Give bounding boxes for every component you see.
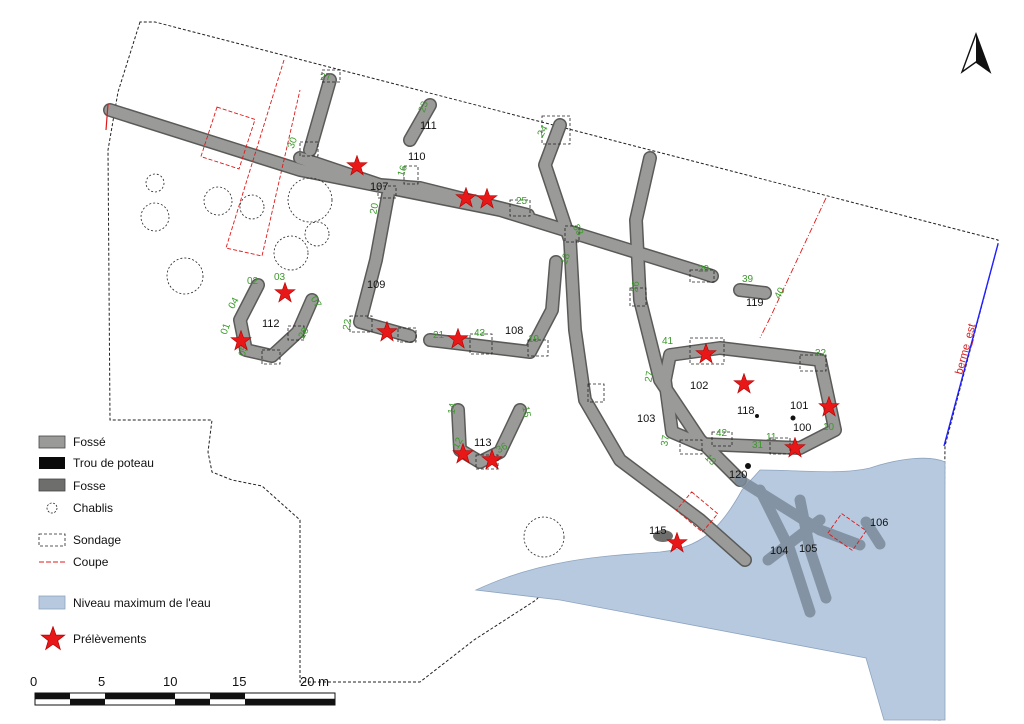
- svg-text:31: 31: [752, 440, 764, 451]
- svg-text:110: 110: [408, 151, 426, 163]
- legend-label-sample: Prélèvements: [73, 632, 146, 646]
- berme-line: [943, 243, 999, 447]
- svg-text:15: 15: [519, 405, 532, 418]
- scale-tick-5: 5: [98, 674, 105, 689]
- svg-text:29: 29: [698, 264, 710, 275]
- legend-swatch-pit: [38, 478, 66, 492]
- svg-text:119: 119: [746, 297, 764, 309]
- svg-text:100: 100: [793, 422, 811, 434]
- svg-text:27: 27: [320, 72, 332, 83]
- svg-text:18: 18: [559, 252, 573, 267]
- svg-text:112: 112: [262, 318, 280, 330]
- svg-text:10: 10: [823, 422, 835, 433]
- svg-text:01: 01: [219, 322, 233, 337]
- svg-text:32: 32: [815, 348, 827, 359]
- scale-tick-15: 15: [232, 674, 246, 689]
- svg-text:37: 37: [659, 434, 672, 447]
- pit-115: [653, 530, 673, 542]
- north-arrow-icon: [960, 31, 992, 74]
- scale-tick-0: 0: [30, 674, 37, 689]
- svg-text:26: 26: [629, 280, 642, 293]
- legend-label-fosse-ditch: Fossé: [73, 435, 106, 449]
- legend-label-posthole: Trou de poteau: [73, 456, 154, 470]
- svg-text:30: 30: [286, 136, 300, 151]
- svg-text:102: 102: [690, 380, 708, 392]
- svg-text:109: 109: [367, 279, 385, 291]
- svg-text:24: 24: [536, 123, 551, 139]
- svg-text:23: 23: [417, 100, 431, 115]
- scale-bar: 0 5 10 15 20 m: [30, 674, 336, 706]
- svg-text:41: 41: [662, 336, 674, 347]
- legend-swatch-sondage: [38, 533, 66, 547]
- svg-text:05: 05: [237, 344, 251, 359]
- legend-swatch-sample: [40, 626, 66, 650]
- svg-text:16: 16: [396, 164, 410, 179]
- legend-label-pit: Fosse: [73, 479, 106, 493]
- scale-tick-10: 10: [163, 674, 177, 689]
- svg-text:39: 39: [742, 274, 754, 285]
- svg-text:38: 38: [570, 223, 585, 239]
- svg-text:42: 42: [716, 428, 728, 439]
- treefall-circles: [140, 173, 565, 558]
- svg-text:106: 106: [870, 517, 888, 529]
- postholes: [745, 414, 796, 469]
- svg-text:108: 108: [505, 325, 523, 337]
- svg-text:28: 28: [297, 325, 312, 341]
- svg-text:04: 04: [227, 295, 242, 311]
- svg-text:118: 118: [737, 405, 755, 417]
- svg-text:111: 111: [420, 120, 437, 132]
- svg-text:105: 105: [799, 543, 817, 555]
- legend-swatch-posthole: [39, 457, 65, 469]
- structure-labels: 107 110 111 109 108 112 113 102 103 118 …: [262, 120, 888, 557]
- scale-tick-20: 20 m: [300, 674, 329, 689]
- svg-text:21: 21: [433, 330, 445, 341]
- legend-label-coupe: Coupe: [73, 555, 109, 569]
- ditches: [103, 73, 842, 567]
- svg-text:120: 120: [729, 469, 747, 481]
- svg-text:113: 113: [474, 437, 492, 449]
- legend: Fossé Trou de poteau Fosse Chablis Sonda…: [38, 435, 211, 650]
- svg-text:36: 36: [495, 441, 511, 456]
- svg-text:43: 43: [474, 328, 486, 339]
- legend-label-treefall: Chablis: [73, 501, 113, 515]
- section-labels: 27 23 30 16 24 20 25 38 29 39 40 18 26 0…: [219, 72, 835, 468]
- svg-text:14: 14: [446, 402, 459, 415]
- svg-text:104: 104: [770, 545, 788, 557]
- submerged-ditches: [734, 474, 886, 618]
- svg-text:19: 19: [528, 334, 540, 345]
- svg-text:22: 22: [341, 318, 354, 331]
- legend-label-water: Niveau maximum de l'eau: [73, 596, 211, 610]
- svg-text:27: 27: [643, 370, 656, 383]
- svg-text:25: 25: [516, 196, 528, 207]
- legend-swatch-water: [38, 595, 66, 610]
- svg-text:40: 40: [773, 285, 788, 301]
- svg-text:101: 101: [790, 400, 808, 412]
- svg-text:115: 115: [649, 525, 667, 537]
- legend-label-sondage: Sondage: [73, 533, 121, 547]
- coupes: [105, 59, 867, 552]
- svg-text:107: 107: [370, 181, 388, 193]
- svg-text:07: 07: [308, 295, 323, 311]
- svg-text:02: 02: [247, 276, 259, 287]
- svg-text:20: 20: [368, 202, 381, 215]
- legend-swatch-fosse-ditch: [38, 435, 66, 449]
- sondages: [261, 69, 827, 470]
- legend-swatch-treefall: [46, 502, 58, 514]
- svg-text:03: 03: [274, 272, 286, 283]
- water-level: [474, 457, 946, 721]
- svg-text:11: 11: [766, 432, 777, 443]
- svg-text:103: 103: [637, 413, 655, 425]
